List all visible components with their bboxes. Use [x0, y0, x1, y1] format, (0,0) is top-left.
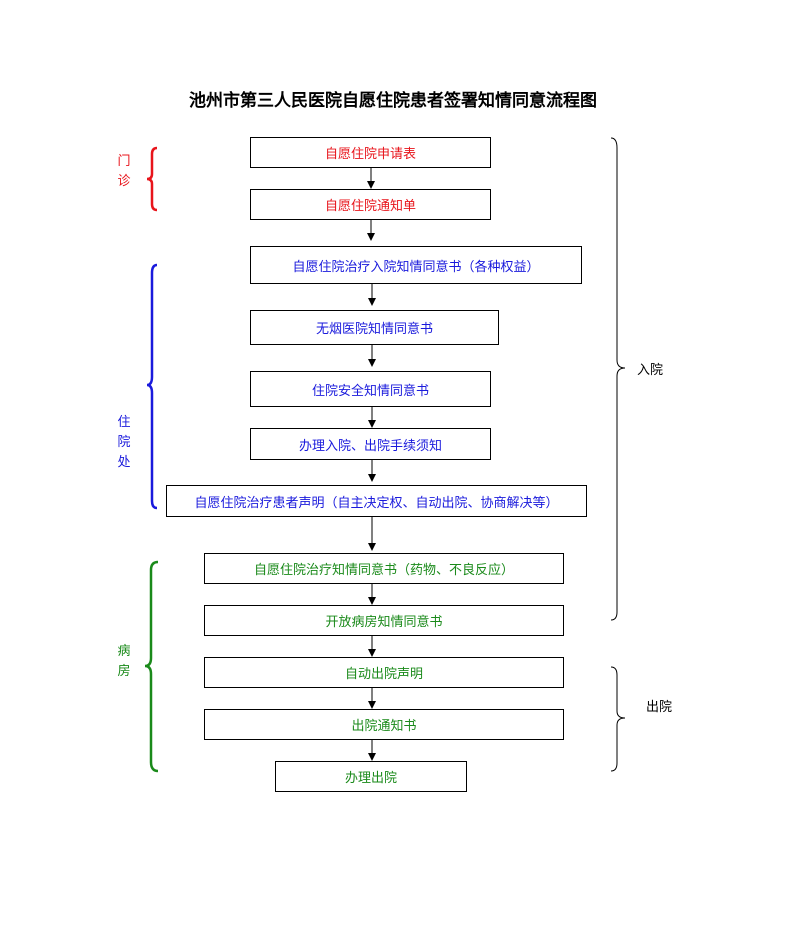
step-complete-discharge: 办理出院: [275, 761, 467, 792]
step-treatment-consent-drugs: 自愿住院治疗知情同意书（药物、不良反应）: [204, 553, 564, 584]
step-self-discharge-declaration: 自动出院声明: [204, 657, 564, 688]
step-admission-consent-rights: 自愿住院治疗入院知情同意书（各种权益）: [250, 246, 582, 284]
section-label-ward: 病房: [117, 644, 131, 679]
step-open-ward-consent: 开放病房知情同意书: [204, 605, 564, 636]
phase-label-discharge: 出院: [646, 700, 673, 715]
step-smoke-free-consent: 无烟医院知情同意书: [250, 310, 499, 345]
step-voluntary-admission-application: 自愿住院申请表: [250, 137, 491, 168]
step-discharge-notice: 出院通知书: [204, 709, 564, 740]
brace-clinic-red: [146, 146, 158, 212]
brace-admission-office-blue: [146, 263, 158, 510]
brace-admission-phase: [610, 137, 626, 621]
step-voluntary-admission-notice: 自愿住院通知单: [250, 189, 491, 220]
phase-label-admission: 入院: [637, 363, 664, 378]
page-title: 池州市第三人民医院自愿住院患者签署知情同意流程图: [189, 91, 597, 111]
step-safety-consent: 住院安全知情同意书: [250, 371, 491, 407]
brace-ward-green: [144, 560, 159, 773]
step-admission-discharge-procedures: 办理入院、出院手续须知: [250, 428, 491, 460]
section-label-clinic: 门诊: [117, 154, 131, 189]
brace-discharge-phase: [610, 666, 626, 772]
step-patient-declaration: 自愿住院治疗患者声明（自主决定权、自动出院、协商解决等）: [166, 485, 587, 517]
section-label-admission-office: 住院处: [117, 415, 131, 470]
